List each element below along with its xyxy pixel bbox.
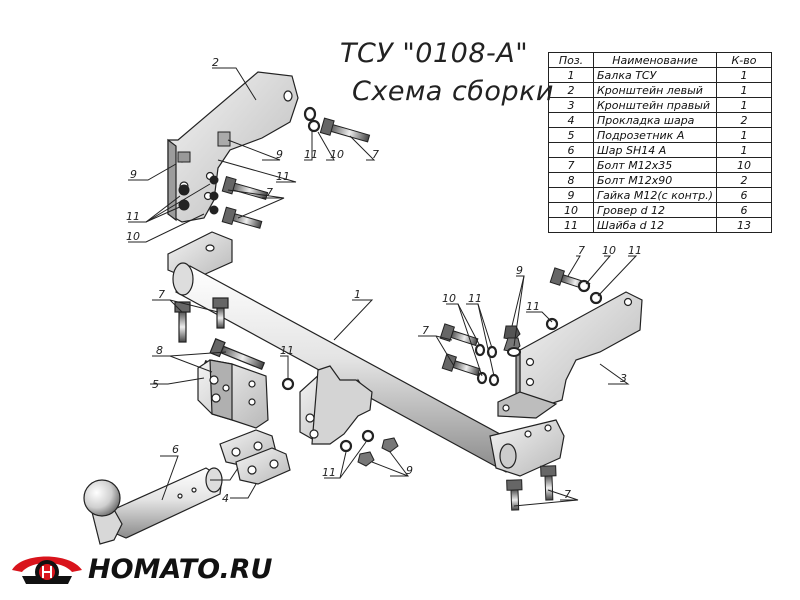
cell-name: Прокладка шара <box>593 112 717 128</box>
callout-9-right: 9 <box>516 264 523 277</box>
callout-11-socket: 11 <box>280 344 294 357</box>
parts-table-header: Поз. Наименование К-во <box>548 52 772 68</box>
callout-10-right-top: 10 <box>602 244 616 257</box>
callout-11-center: 11 <box>322 466 336 479</box>
callout-9-center: 9 <box>406 464 413 477</box>
callout-10-right-mid: 10 <box>442 292 456 305</box>
callout-4: 4 <box>222 492 229 505</box>
callout-7-bottom: 7 <box>564 488 571 501</box>
cell-position: 4 <box>548 112 594 128</box>
cell-quantity: 2 <box>715 172 772 188</box>
cell-quantity: 1 <box>715 142 772 158</box>
callout-6: 6 <box>172 443 179 456</box>
callout-7-left-bracket: 7 <box>266 186 273 199</box>
ball-spacers <box>219 429 291 485</box>
callout-9-left-bracket: 9 <box>130 168 137 181</box>
cell-name: Гровер d 12 <box>593 202 717 218</box>
callout-5: 5 <box>152 378 159 391</box>
callout-11-right-top: 11 <box>628 244 642 257</box>
left-bracket <box>167 71 299 223</box>
cell-quantity: 1 <box>715 127 772 143</box>
callout-11-right-washer: 11 <box>526 300 540 313</box>
logo-emblem-icon <box>12 556 82 584</box>
cell-name: Балка ТСУ <box>593 67 717 83</box>
cell-position: 5 <box>548 127 594 143</box>
cell-name: Шайба d 12 <box>593 217 717 233</box>
callout-numbers: 1 2 3 4 5 6 7 7 7 7 7 7 8 9 9 9 9 10 10 … <box>126 56 642 505</box>
right-bracket <box>497 291 643 419</box>
cell-quantity: 13 <box>715 217 772 233</box>
cell-quantity: 10 <box>715 157 772 173</box>
header-name: Наименование <box>593 52 717 68</box>
towbar-beam <box>167 231 565 477</box>
cell-position: 7 <box>548 157 594 173</box>
callout-11-right-mid: 11 <box>468 292 482 305</box>
left-bracket-fasteners <box>177 106 371 229</box>
diagram-subtitle: Схема сборки <box>352 76 554 107</box>
callout-7-left-lower: 7 <box>158 288 165 301</box>
cell-quantity: 2 <box>715 112 772 128</box>
cell-name: Болт М12х35 <box>593 157 717 173</box>
cell-name: Кронштейн правый <box>593 97 717 113</box>
header-position: Поз. <box>548 52 594 68</box>
callout-7-right-top: 7 <box>578 244 585 257</box>
tow-ball <box>83 467 223 545</box>
cell-quantity: 1 <box>715 82 772 98</box>
callout-7-right-bolts: 7 <box>422 324 429 337</box>
cell-position: 8 <box>548 172 594 188</box>
callout-10-top: 10 <box>330 148 344 161</box>
cell-position: 3 <box>548 97 594 113</box>
cell-name: Подрозетник А <box>593 127 717 143</box>
cell-quantity: 1 <box>715 67 772 83</box>
cell-quantity: 6 <box>715 187 772 203</box>
callout-9-top: 9 <box>276 148 283 161</box>
logo-text: HOMATO.RU <box>88 554 273 585</box>
callout-11-top: 11 <box>304 148 318 161</box>
socket-plate <box>174 297 295 429</box>
cell-position: 1 <box>548 67 594 83</box>
cell-name: Болт М12х90 <box>593 172 717 188</box>
cell-position: 2 <box>548 82 594 98</box>
callout-1: 1 <box>354 288 361 301</box>
callout-11-left-bracket: 11 <box>126 210 140 223</box>
callout-10-left-bracket: 10 <box>126 230 140 243</box>
header-quantity: К-во <box>715 52 772 68</box>
cell-name: Гайка М12(с контр.) <box>593 187 717 203</box>
callout-2: 2 <box>212 56 219 69</box>
cell-quantity: 6 <box>715 202 772 218</box>
callout-7-top-bolt: 7 <box>372 148 379 161</box>
cell-position: 11 <box>548 217 594 233</box>
cell-position: 9 <box>548 187 594 203</box>
center-fasteners <box>339 429 399 467</box>
callout-8: 8 <box>156 344 163 357</box>
cell-name: Шар SH14 А <box>593 142 717 158</box>
callout-11-left-bracket-mid: 11 <box>276 170 290 183</box>
cell-name: Кронштейн левый <box>593 82 717 98</box>
callout-3: 3 <box>620 372 627 385</box>
leader-lines <box>128 67 638 507</box>
cell-position: 6 <box>548 142 594 158</box>
cell-quantity: 1 <box>715 97 772 113</box>
diagram-title: ТСУ "0108-А" <box>340 38 529 69</box>
cell-position: 10 <box>548 202 594 218</box>
